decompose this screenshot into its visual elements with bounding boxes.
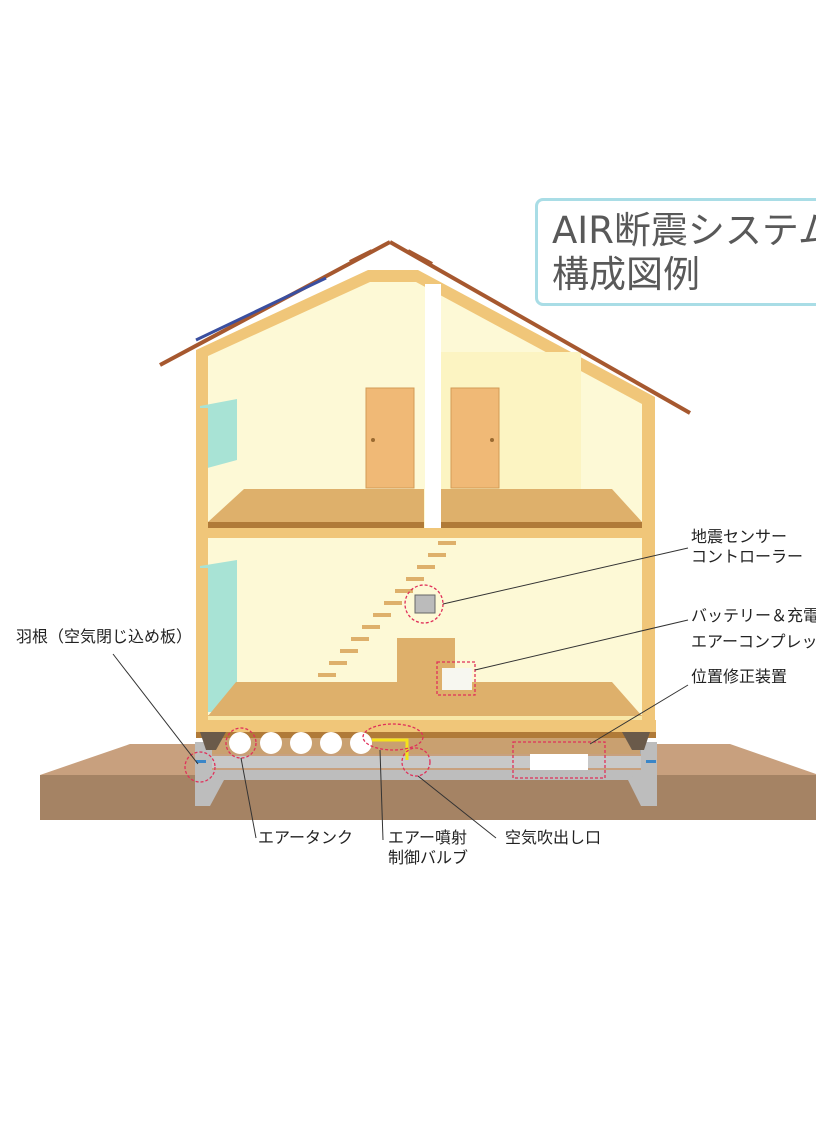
solar-panel [195,276,327,342]
ground-side [40,775,816,820]
title-line2: 構成図例 [552,253,700,296]
left-door [365,387,415,489]
stair-well [425,284,441,534]
title-box: AIR断震システム 構成図例 [535,198,816,306]
air-tanks [229,732,372,754]
wall-post-lower [196,568,208,713]
right-door-knob [490,438,494,442]
right-door [450,387,500,489]
right-support [622,732,650,750]
label-outlet: 空気吹出し口 [505,828,602,847]
label-battery: バッテリー＆充電 エアーコンプレッサー [691,603,816,655]
first-floor [196,638,656,738]
label-position-device: 位置修正装置 [691,667,788,686]
label-sensor: 地震センサー コントローラー [691,527,803,567]
roof [159,240,691,415]
title-line1: AIR断震システム [552,209,816,252]
position-correction-device [530,754,588,770]
left-door-knob [371,438,375,442]
label-sensor-line1: 地震センサー [691,527,788,546]
label-valve-line2: 制御バルブ [388,848,469,867]
left-support [200,732,226,750]
wall-post-upper [196,408,208,470]
battery-compressor-box [442,668,472,690]
label-blade: 羽根（空気閉じ込め板） [16,627,193,646]
second-floor [208,489,642,538]
valve-pipe [372,738,409,760]
sensor-controller-box [414,594,436,614]
upper-window [200,399,237,470]
label-valve-line1: エアー噴射 [388,828,468,847]
label-air-tank: エアータンク [258,828,354,847]
label-battery-line2: エアーコンプレッサー [691,632,816,651]
leader-lines [112,547,689,841]
label-sensor-line2: コントローラー [691,547,804,566]
label-valve: エアー噴射 制御バルブ [388,828,468,868]
label-battery-line1: バッテリー＆充電 [691,606,816,625]
lower-window [200,560,237,712]
